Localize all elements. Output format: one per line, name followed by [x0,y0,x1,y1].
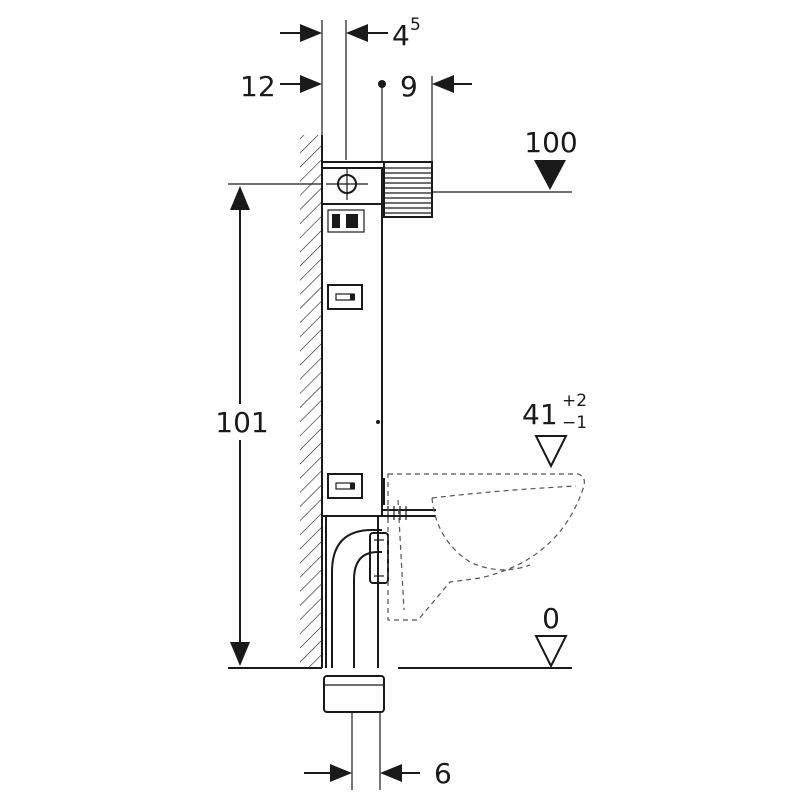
dimension-arrow-icon [346,24,368,42]
dimension-arrow-icon [300,75,322,93]
bowl-tolerance-minus: −1 [562,413,587,433]
dimension-arrow-icon [380,764,402,782]
dimension-arrow-icon [300,24,322,42]
bowl-height-label: 41 [522,398,558,431]
wall-gap-dimension: 12 [240,70,322,103]
drain-offset-dimension: 6 [304,712,452,790]
height-dimension: 101 [214,183,322,666]
wall-gap-label: 12 [240,70,276,103]
installation-frame [321,161,433,668]
dimension-arrow-icon [230,642,250,666]
dimension-arrow-icon [230,186,250,210]
top-offset-superscript: 5 [410,15,421,35]
floor-level-marker: 0 [534,602,568,669]
valve-box [327,209,365,233]
dimension-arrow-icon [330,764,352,782]
wall-hatch-icon [300,135,322,668]
wall [300,135,323,668]
wall-hung-toilet-outline-icon [387,473,585,621]
bowl-tolerance-plus: +2 [562,391,587,411]
level-marker-hollow-icon [534,635,568,669]
floor-level-label: 0 [542,602,560,635]
top-offset-dimension: 4 5 [280,15,421,160]
height-label: 101 [215,406,268,439]
drain-outlet [323,675,385,713]
level-marker-hollow-icon [534,435,568,469]
drain-offset-label: 6 [434,757,452,790]
cistern-depth-label: 9 [400,70,418,103]
cistern-level-marker: 100 [432,126,578,193]
upper-bracket [327,284,363,310]
cistern-level-label: 100 [524,126,577,159]
level-marker-solid-icon [534,160,566,190]
top-offset-label: 4 [392,19,410,52]
dimension-arrow-icon [432,75,454,93]
drain-pipe-icon [323,529,389,713]
cistern-ribbed-body [383,161,433,218]
lower-bracket [327,473,363,499]
fixing-bolts [382,478,436,520]
cistern-depth-dimension: 9 [378,70,472,162]
bowl-height-marker: 41 +2 −1 [522,391,587,469]
